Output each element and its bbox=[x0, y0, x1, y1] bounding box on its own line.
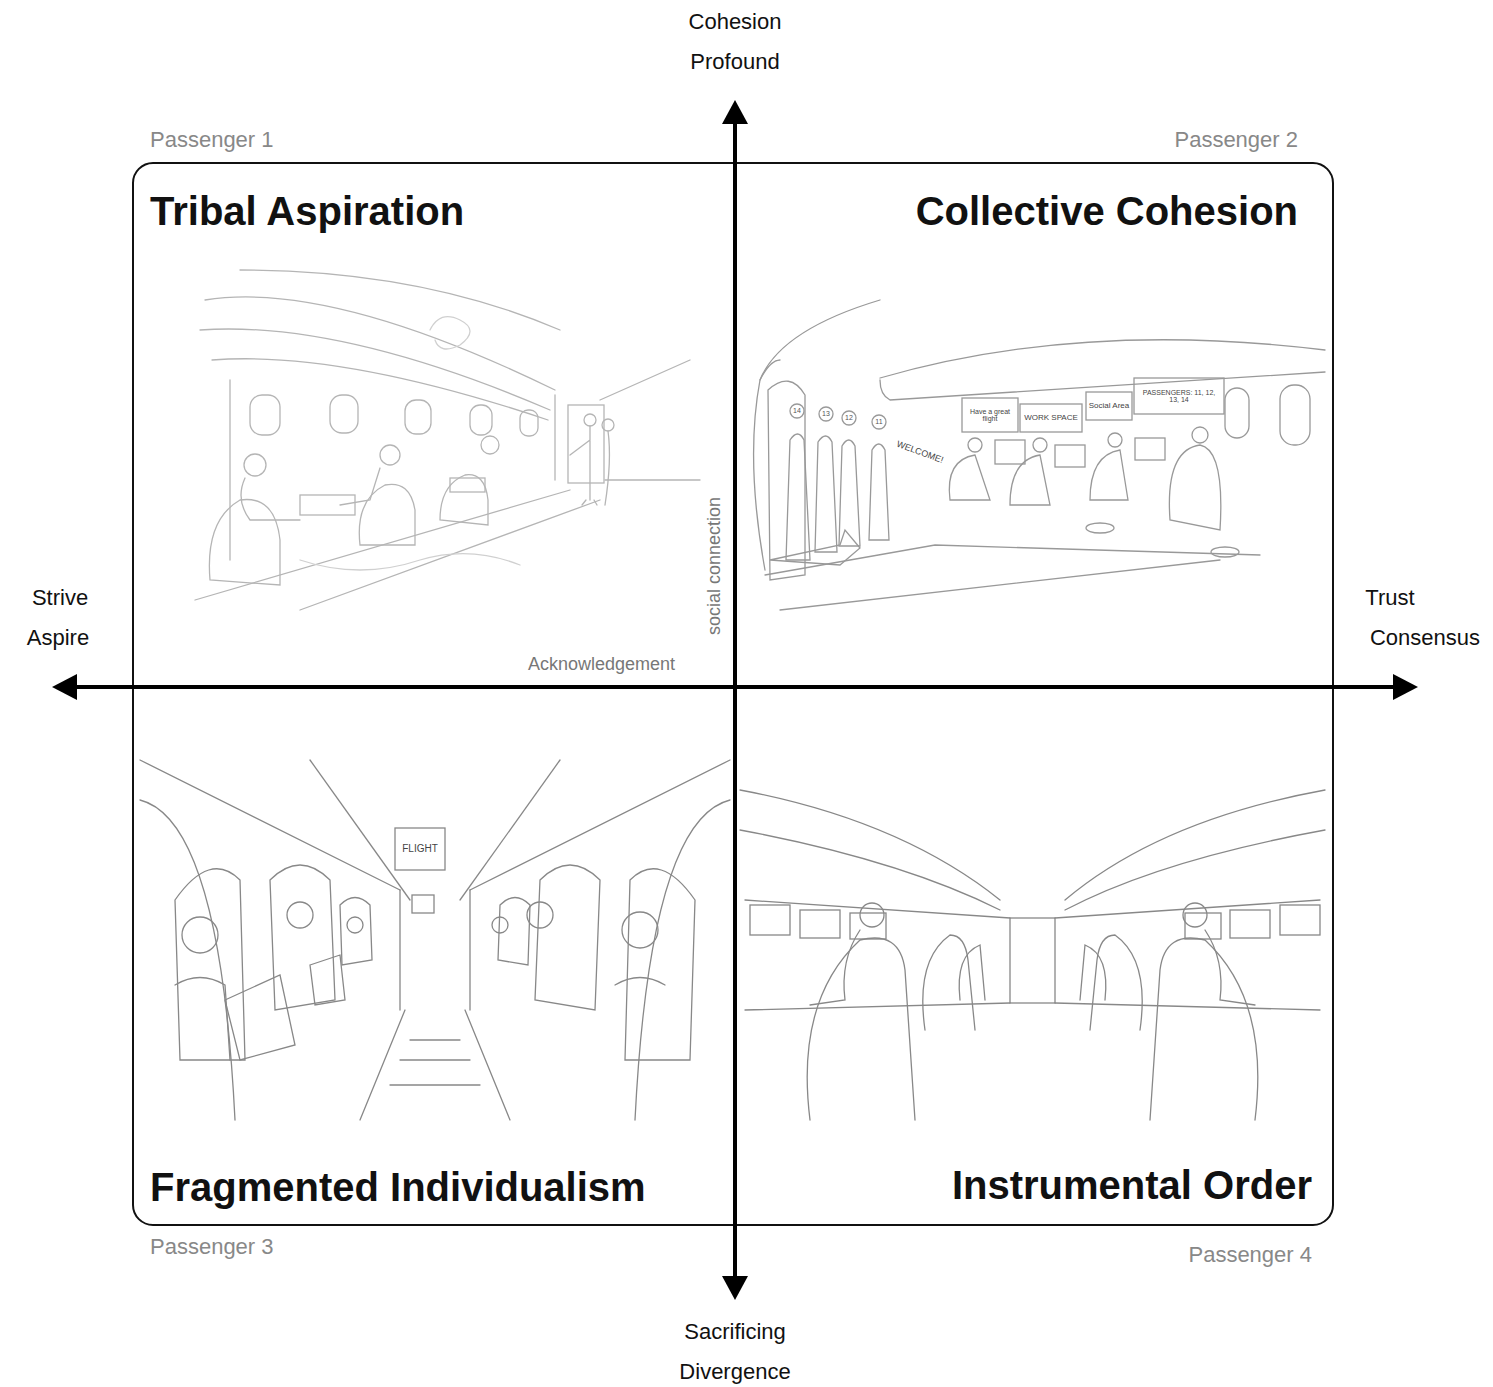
sketch-sign: FLIGHT bbox=[402, 843, 438, 855]
quadrant-region: Instrumental OrderPassenger 4 bbox=[735, 687, 1333, 1225]
seat-number: 14 bbox=[793, 407, 801, 415]
seat-number: 13 bbox=[822, 410, 830, 418]
axis-label: Aspire bbox=[27, 625, 89, 650]
sketch-sign: PASSENGERS: 11, 12, 13, 14 bbox=[1138, 389, 1220, 403]
axis-label: Trust bbox=[1365, 585, 1414, 610]
passenger-label: Passenger 4 bbox=[1188, 1242, 1312, 1267]
seat-number: 12 bbox=[845, 414, 853, 422]
quadrant-title: Instrumental Order bbox=[952, 1162, 1312, 1208]
axis-label: Divergence bbox=[679, 1359, 790, 1384]
axis-label: Profound bbox=[690, 49, 779, 74]
axis-label: Sacrificing bbox=[684, 1319, 785, 1344]
sketch-sign: Have a great flight bbox=[966, 408, 1014, 422]
quadrant-title: Tribal Aspiration bbox=[150, 188, 464, 234]
sketch-sign: WELCOME! bbox=[895, 439, 945, 465]
passenger-label: Passenger 1 bbox=[150, 127, 274, 152]
quadrant-region: Passenger 1Tribal Aspiration bbox=[133, 163, 735, 687]
seat-number: 11 bbox=[875, 418, 882, 426]
axis-label: Cohesion bbox=[689, 9, 782, 34]
sketch-sign: WORK SPACE bbox=[1024, 413, 1078, 422]
quadrant-title: Fragmented Individualism bbox=[150, 1164, 646, 1210]
passenger-label: Passenger 2 bbox=[1174, 127, 1298, 152]
quadrant-region: Passenger 2Collective Cohesion bbox=[735, 163, 1333, 687]
axis-annotation: Acknowledgement bbox=[528, 654, 675, 675]
quadrant-title: Collective Cohesion bbox=[916, 188, 1298, 234]
passenger-label: Passenger 3 bbox=[150, 1234, 274, 1259]
sketch-sign: Social Area bbox=[1089, 401, 1129, 410]
axis-label: Strive bbox=[32, 585, 88, 610]
quadrant-region: Fragmented IndividualismPassenger 3 bbox=[133, 687, 735, 1225]
axis-annotation: social connection bbox=[704, 497, 725, 635]
axis-label: Consensus bbox=[1370, 625, 1480, 650]
